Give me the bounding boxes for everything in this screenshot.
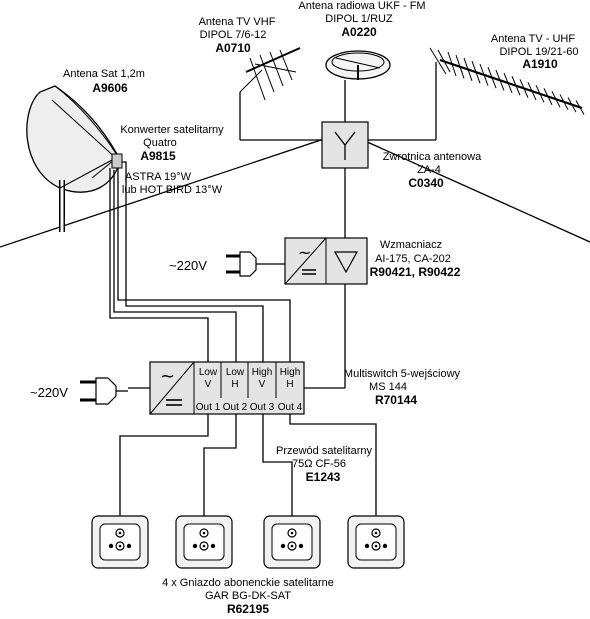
uhf-antenna-icon: [429, 47, 585, 140]
dish-code: A9606: [92, 81, 128, 95]
satellite-dish-icon: [26, 85, 123, 232]
multiswitch-input-2-top: Low: [226, 367, 245, 378]
vhf-antenna-icon: [239, 47, 301, 140]
multiswitch-input-4-top: High: [280, 367, 301, 378]
multiswitch-input-2-bottom: H: [231, 379, 238, 390]
multiswitch-ac-icon: ~: [160, 366, 175, 387]
vhf-code: A0710: [215, 41, 251, 55]
multiswitch-name-1: Multiswitch 5-wejściowy: [344, 368, 461, 380]
multiswitch-input-3-bottom: V: [259, 379, 266, 390]
socket-icon: [263, 515, 321, 569]
amplifier-name-1: Wzmacniacz: [380, 239, 442, 251]
converter-sat-2: lub HOT BIRD 13°W: [122, 184, 223, 196]
amplifier-plug-icon: [226, 251, 285, 277]
cable-name-2: 75Ω CF-56: [292, 458, 346, 470]
socket-icon: [91, 515, 149, 569]
amplifier-box: [284, 237, 368, 285]
fm-code: A0220: [341, 25, 377, 39]
amplifier-power-label: ~220V: [169, 258, 207, 273]
vhf-name-2: DIPOL 7/6-12: [200, 29, 267, 41]
combiner-name-2: ZA-4: [417, 164, 441, 176]
fm-antenna-icon: [325, 50, 391, 80]
dish-name: Antena Sat 1,2m: [63, 68, 145, 80]
multiswitch-output-1: Out 1: [196, 402, 221, 413]
uhf-name-1: Antena TV - UHF: [491, 33, 575, 45]
multiswitch-code: R70144: [375, 393, 417, 407]
combiner-y-icon: [334, 131, 356, 160]
converter-name-2: Quatro: [143, 137, 177, 149]
multiswitch-input-1-bottom: V: [205, 379, 212, 390]
sockets-name-2: GAR BG-DK-SAT: [205, 590, 291, 602]
socket-icon: [175, 515, 233, 569]
uhf-code: A1910: [522, 57, 558, 71]
converter-code: A9815: [140, 149, 176, 163]
cable-code: E1243: [306, 470, 341, 484]
socket-icon: [347, 515, 405, 569]
multiswitch-output-2: Out 2: [223, 402, 248, 413]
amplifier-ac-icon: ~: [298, 243, 311, 262]
fm-name-1: Antena radiowa UKF - FM: [298, 0, 425, 12]
multiswitch-input-3-top: High: [252, 367, 273, 378]
combiner-code: C0340: [408, 176, 444, 190]
multiswitch-plug-icon: [80, 377, 150, 405]
multiswitch-power-label: ~220V: [30, 385, 68, 400]
multiswitch-input-4-bottom: H: [286, 379, 293, 390]
converter-sat-1: ASTRA 19°W: [125, 171, 192, 183]
uhf-name-2: DIPOL 19/21-60: [499, 46, 578, 58]
multiswitch-input-1-top: Low: [199, 367, 218, 378]
amplifier-code: R90421, R90422: [370, 265, 461, 279]
fm-name-2: DIPOL 1/RUZ: [325, 13, 393, 25]
converter-name-1: Konwerter satelitarny: [120, 124, 224, 136]
combiner-name-1: Zwrotnica antenowa: [383, 151, 482, 163]
cable-name-1: Przewód satelitarny: [276, 445, 372, 457]
amplifier-triangle-icon: [333, 251, 359, 274]
sockets-name-1: 4 x Gniazdo abonenckie satelitarne: [162, 577, 334, 589]
vhf-name-1: Antena TV VHF: [199, 16, 276, 28]
multiswitch-output-3: Out 3: [250, 402, 275, 413]
amplifier-name-2: AI-175, CA-202: [375, 253, 451, 265]
multiswitch-output-4: Out 4: [278, 402, 303, 413]
sockets-code: R62195: [227, 602, 269, 616]
multiswitch-name-2: MS 144: [369, 381, 407, 393]
